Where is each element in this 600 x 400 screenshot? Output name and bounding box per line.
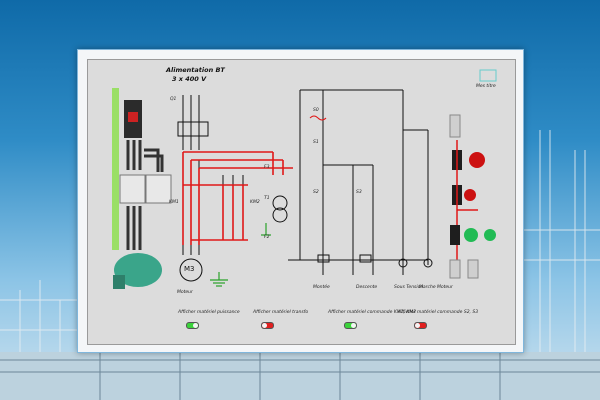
start-button-image [464, 228, 478, 242]
label-s0: S0 [313, 108, 319, 113]
motor-symbol-text: M3 [184, 265, 195, 273]
lamp-monte-label: Montée [313, 285, 330, 290]
motor-image [114, 253, 162, 287]
toggle-knob [262, 323, 267, 328]
schematic-canvas: M3 [87, 59, 516, 345]
toggle-transfo-switch[interactable] [261, 322, 274, 329]
toggle-puissance-switch[interactable] [186, 322, 199, 329]
motor-label: Moteur [177, 290, 193, 295]
label-t1: T1 [264, 196, 270, 201]
toggle-commande-km-switch[interactable] [344, 322, 357, 329]
din-rail-ground [112, 88, 119, 250]
relay-image [449, 114, 461, 138]
emergency-stop-button-image [469, 152, 485, 168]
corner-icon-label: Mes titre [476, 84, 496, 89]
label-km2: KM2 [250, 200, 260, 205]
lamp-sous-tension [398, 258, 408, 268]
label-s2: S2 [313, 190, 319, 195]
lamp-marche-moteur [423, 258, 433, 268]
lamp-sous-tension-label: Sous Tension [394, 285, 424, 290]
toggle-commande-km-label: Afficher matériel commande KM1, KM2 [328, 310, 417, 315]
toggle-commande-s-switch[interactable] [414, 322, 427, 329]
emergency-stop-symbol [309, 115, 327, 121]
diagram-subtitle: 3 x 400 V [172, 75, 207, 83]
ground-symbol [210, 272, 228, 287]
electrical-schematic: M3 [112, 69, 497, 289]
control-circuit [288, 89, 429, 275]
toggle-transfo-label: Afficher matériel transfo [253, 310, 309, 315]
toggle-puissance-label: Afficher matériel puissance [178, 310, 240, 315]
toggle-puissance[interactable]: Afficher matériel puissance [178, 310, 240, 332]
motor-symbol [179, 258, 203, 282]
power-lines-red [182, 151, 293, 245]
label-q1: Q1 [170, 97, 177, 102]
lamp-descente-label: Descente [356, 285, 378, 290]
toggle-knob [351, 323, 356, 328]
label-f3: F3 [264, 165, 270, 170]
toggle-knob [193, 323, 198, 328]
label-s3: S3 [356, 190, 362, 195]
toggle-commande-s-label: Afficher matériel commande S2, S3 [398, 310, 479, 315]
stop-button-image [464, 189, 476, 201]
toggle-commande-km[interactable]: Afficher matériel commande KM1, KM2 [328, 310, 416, 332]
toggle-knob [415, 323, 420, 328]
contactor-km1-image [119, 174, 146, 204]
transformer-t1 [272, 195, 288, 211]
lamp-marche-moteur-label: Marche Moteur [419, 285, 453, 290]
label-f2: F2 [264, 235, 270, 240]
label-km1: KM1 [169, 200, 179, 205]
toggle-commande-s[interactable]: Afficher matériel commande S2, S3 [398, 310, 478, 332]
corner-icon[interactable] [479, 69, 497, 82]
toggle-transfo[interactable]: Afficher matériel transfo [253, 310, 308, 332]
label-s1: S1 [313, 140, 319, 145]
schematic-window: M3 [77, 49, 524, 353]
diagram-title: Alimentation BT [166, 66, 225, 74]
contactor-km2-image [145, 174, 172, 204]
